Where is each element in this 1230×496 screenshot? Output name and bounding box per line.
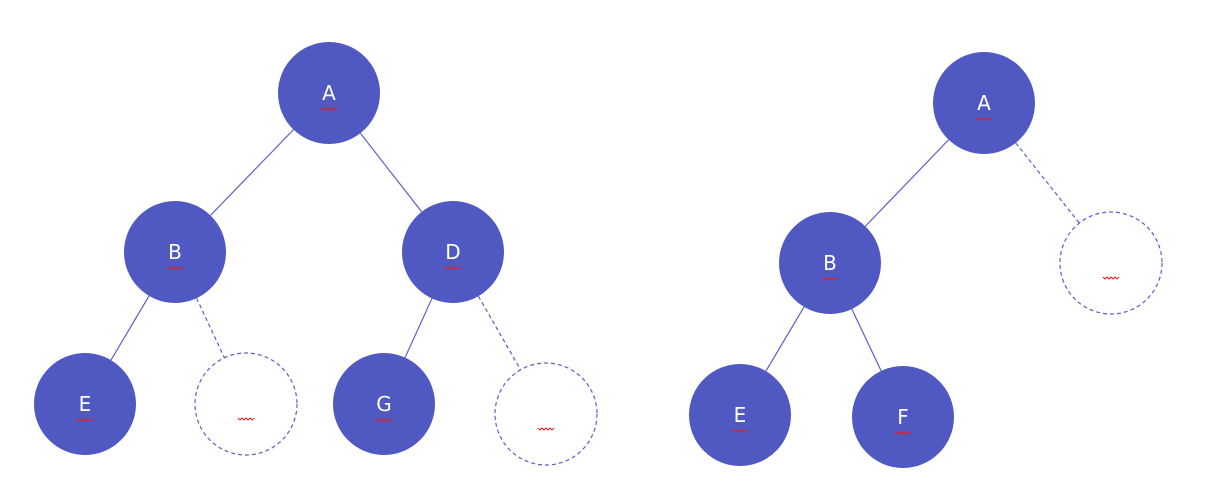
node-label: A (977, 91, 991, 115)
node-label: B (168, 240, 182, 264)
spellcheck-squiggle-icon (76, 418, 94, 422)
node-circle (124, 201, 226, 303)
spellcheck-squiggle-icon (166, 266, 184, 270)
edge-B1-N1 (196, 297, 225, 359)
tree-node-E1: E (34, 353, 136, 455)
node-circle (689, 364, 791, 466)
tree-node-B2: B (779, 212, 881, 314)
empty-node-circle (1059, 211, 1163, 315)
empty-node-circle (494, 362, 598, 466)
node-circle (333, 353, 435, 455)
edge-A1-D1 (359, 132, 423, 213)
tree-node-A2: A (933, 52, 1035, 154)
edge-B1-E1 (110, 295, 150, 361)
spellcheck-squiggle-icon (821, 277, 839, 281)
edge-A2-B2 (864, 139, 950, 227)
spellcheck-squiggle-icon (375, 418, 393, 422)
node-label: G (376, 392, 392, 416)
tree-node-N2 (494, 362, 598, 466)
edge-B2-F2 (851, 308, 882, 372)
spellcheck-squiggle-icon (975, 117, 993, 121)
node-circle (852, 366, 954, 468)
edge-D1-N2 (477, 295, 522, 371)
node-label: D (445, 240, 460, 264)
edge-D1-G1 (404, 298, 433, 358)
node-label: B (823, 251, 837, 275)
node-circle (34, 353, 136, 455)
node-circle (933, 52, 1035, 154)
spellcheck-squiggle-icon (444, 266, 462, 270)
node-label: E (79, 392, 92, 416)
node-label: F (897, 405, 909, 429)
node-label: E (734, 403, 747, 427)
edge-A2-N3 (1015, 142, 1080, 224)
node-circle (278, 42, 380, 144)
edges-layer (110, 129, 1080, 372)
tree-node-A1: A (278, 42, 380, 144)
spellcheck-squiggle-icon (894, 431, 912, 435)
node-circle (402, 201, 504, 303)
spellcheck-squiggle-icon (320, 107, 338, 111)
tree-node-G1: G (333, 353, 435, 455)
spellcheck-squiggle-icon (731, 429, 749, 433)
spellcheck-squiggle-icon (1102, 276, 1120, 280)
nodes-layer: A B D E G A B E F (34, 42, 1163, 468)
node-circle (779, 212, 881, 314)
spellcheck-squiggle-icon (237, 417, 255, 421)
tree-node-B1: B (124, 201, 226, 303)
edge-A1-B1 (210, 129, 294, 216)
tree-node-E2: E (689, 364, 791, 466)
tree-node-N1 (194, 352, 298, 456)
edge-B2-E2 (765, 306, 805, 372)
tree-node-D1: D (402, 201, 504, 303)
spellcheck-squiggle-icon (537, 427, 555, 431)
tree-node-F2: F (852, 366, 954, 468)
node-label: A (322, 81, 336, 105)
tree-node-N3 (1059, 211, 1163, 315)
empty-node-circle (194, 352, 298, 456)
